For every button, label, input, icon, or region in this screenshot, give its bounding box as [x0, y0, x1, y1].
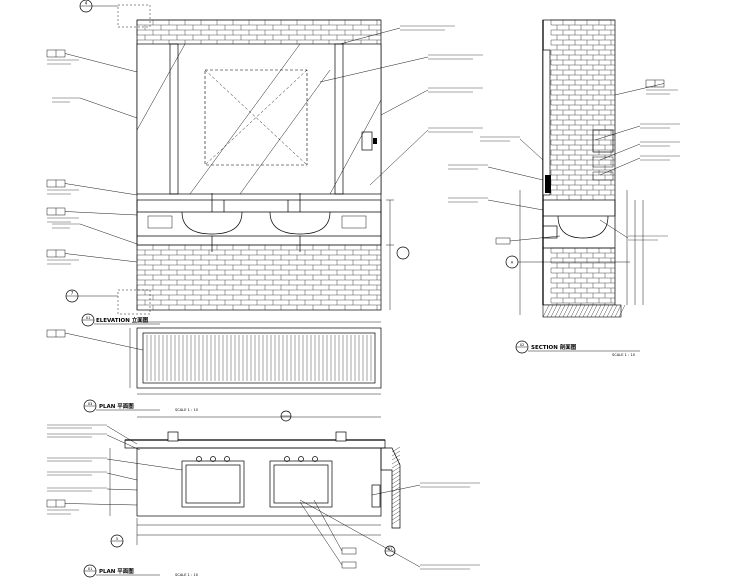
plan-top-title: 03 PLAN 平面图 SCALE 1 : 10 — [83, 399, 199, 413]
elevation-view: 4 7 ELEVATION 立面图 01 — [46, 0, 483, 327]
callout-side-ref: A — [505, 255, 630, 269]
wall-sconce — [361, 131, 373, 151]
svg-text:4: 4 — [85, 1, 88, 6]
callout-plan-bottom: 5 — [110, 518, 138, 548]
slat-pattern — [146, 335, 372, 381]
leader-tags-plan — [46, 424, 480, 570]
section-view: A 02 SECTION 剖面图 SCALE 1 : 10 — [448, 19, 680, 357]
plan-bottom-title: 01 PLAN 平面图 SCALE 1 : 10 — [83, 564, 199, 578]
leader-tags-left — [46, 49, 138, 265]
plan-wall-right — [380, 447, 401, 529]
mirror-bracket — [545, 175, 551, 193]
plan-bottom-scale: SCALE 1 : 10 — [175, 573, 199, 577]
central-mirror — [204, 69, 308, 166]
plan-basin-right — [269, 460, 333, 508]
mirror-section — [542, 49, 551, 196]
svg-text:7: 7 — [71, 291, 74, 296]
vanity-counter — [136, 199, 382, 246]
section-title: 02 SECTION 剖面图 SCALE 1 : 10 — [515, 340, 640, 357]
svg-text:02: 02 — [520, 343, 525, 347]
callout-top: 4 — [79, 0, 118, 13]
counter-section — [542, 199, 616, 217]
plan-top-tag — [46, 329, 144, 351]
brick-pattern-section — [550, 19, 615, 305]
left-pilaster — [169, 43, 179, 195]
svg-text:03: 03 — [88, 402, 93, 406]
mirror-wall-panel — [136, 43, 382, 195]
brick-pattern-bottom — [136, 244, 381, 310]
plan-top-view: 03 PLAN 平面图 SCALE 1 : 10 — [46, 321, 382, 413]
section-callout-marker — [396, 246, 410, 260]
svg-text:01: 01 — [86, 316, 91, 320]
section-wall-outline — [542, 19, 616, 306]
svg-text:A: A — [511, 261, 514, 265]
section-scale: SCALE 1 : 10 — [612, 353, 636, 357]
leader-tags-section — [448, 79, 680, 245]
svg-text:B1: B1 — [388, 547, 393, 551]
svg-text:5: 5 — [116, 537, 118, 541]
plan-top-outline — [136, 327, 382, 389]
wall-hatch — [391, 446, 401, 525]
elevation-title: ELEVATION 立面图 01 — [81, 313, 160, 327]
section-title-text: SECTION 剖面图 — [531, 343, 577, 351]
plan-top-title-text: PLAN 平面图 — [99, 402, 134, 410]
basin-section — [557, 215, 609, 239]
right-pilaster — [334, 43, 344, 195]
left-basin — [181, 211, 243, 235]
plan-bottom-view: 5 B1 01 PLAN 平面图 SCALE 1 : 10 — [46, 410, 480, 578]
floor-hatch — [542, 304, 626, 318]
wall-box — [592, 129, 614, 153]
brick-pattern-top — [136, 19, 381, 44]
leader-tags-right — [319, 25, 483, 186]
vanity-plan-counter — [136, 447, 382, 517]
plan-top-scale: SCALE 1 : 10 — [175, 408, 199, 412]
callout-bottom-left: 7 — [65, 289, 118, 303]
elevation-title-text: ELEVATION 立面图 — [96, 316, 149, 324]
plan-top-inner — [142, 332, 376, 384]
plan-basin-left — [181, 460, 245, 508]
callout-plan-right: B1 — [384, 545, 396, 557]
right-basin — [269, 211, 331, 235]
svg-text:01: 01 — [88, 567, 93, 571]
sconce-switch — [373, 138, 377, 144]
plan-bottom-title-text: PLAN 平面图 — [99, 567, 134, 575]
